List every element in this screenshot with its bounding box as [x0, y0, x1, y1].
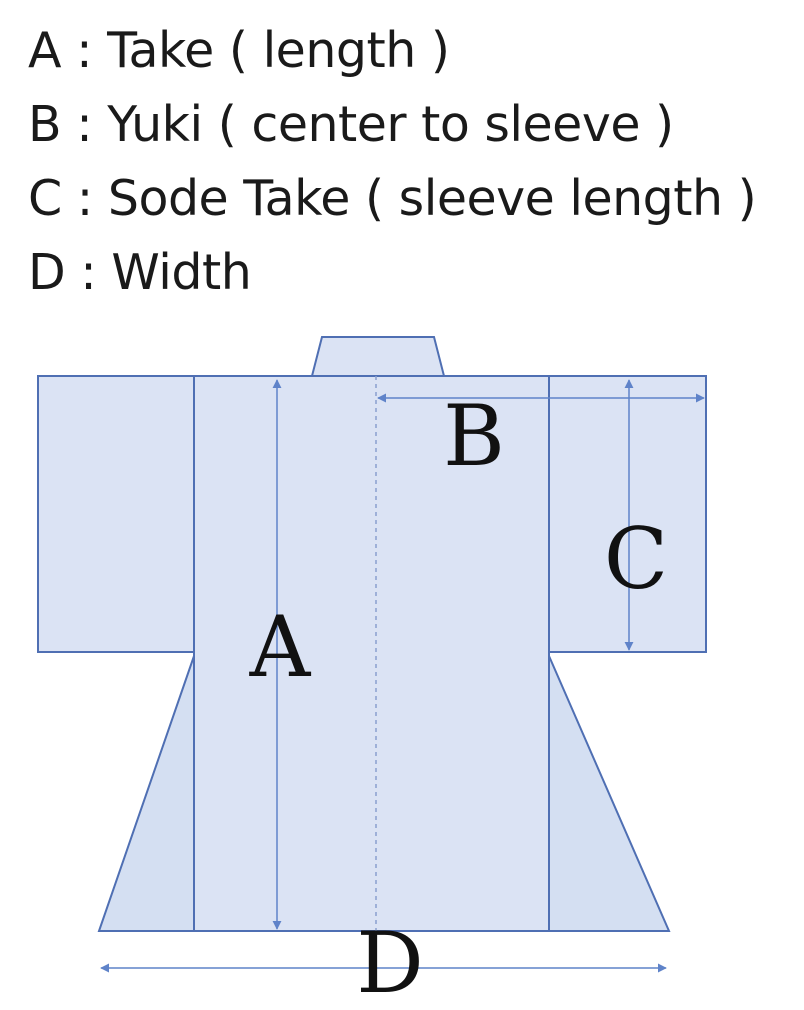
kimono-left-panel	[97, 655, 195, 932]
label-d: D	[356, 914, 423, 1010]
kimono-left-sleeve	[37, 375, 195, 653]
label-a: A	[249, 598, 312, 696]
legend-item-a: A : Take ( length )	[28, 22, 450, 79]
measurement-legend: A : Take ( length ) B : Yuki ( center to…	[28, 14, 757, 310]
kimono-right-panel	[548, 655, 671, 932]
label-c: C	[604, 510, 668, 608]
label-b: B	[443, 387, 505, 485]
legend-item-d: D : Width	[28, 244, 252, 301]
legend-item-b: B : Yuki ( center to sleeve )	[28, 96, 674, 153]
kimono-body	[193, 375, 550, 932]
kimono-collar	[310, 336, 446, 377]
legend-item-c: C : Sode Take ( sleeve length )	[28, 170, 757, 227]
